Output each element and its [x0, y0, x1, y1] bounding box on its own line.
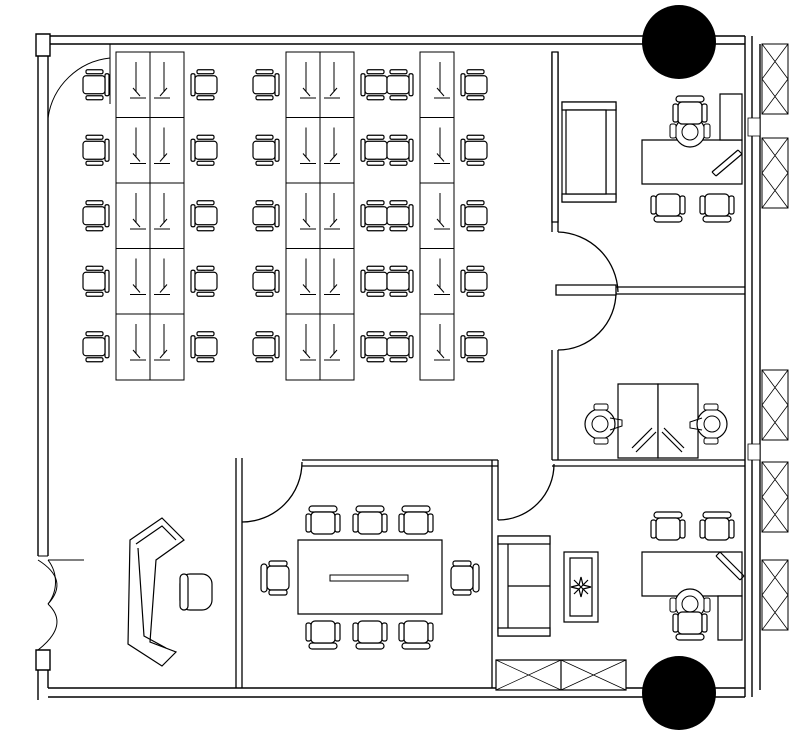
workstation-desk	[149, 248, 185, 315]
workstation-desk	[419, 313, 455, 381]
workstation-desk	[115, 248, 151, 315]
chair-icon	[252, 265, 280, 297]
chair-icon	[252, 69, 280, 101]
chair-icon	[82, 331, 110, 363]
chair-icon	[386, 265, 414, 297]
reception-desk	[128, 518, 184, 666]
chair-icon	[460, 331, 488, 363]
interior-partitions	[236, 52, 745, 688]
chair-icon	[460, 200, 488, 232]
office-bottom-right	[642, 511, 744, 641]
chair-icon	[360, 200, 388, 232]
workstation-desk	[149, 182, 185, 250]
workstation-desk	[319, 51, 355, 119]
chair-icon	[252, 331, 280, 363]
sofa-icon	[562, 102, 616, 202]
office-middle-right	[584, 384, 728, 458]
workstation-desk	[419, 117, 455, 184]
workstation-desk	[419, 182, 455, 250]
chair-icon	[180, 574, 212, 610]
chair-icon	[82, 200, 110, 232]
workstation-desk	[115, 182, 151, 250]
chair-icon	[82, 134, 110, 166]
chair-icon	[460, 265, 488, 297]
office-desk	[658, 384, 698, 458]
workstation-desk	[115, 51, 151, 119]
chair-icon	[386, 331, 414, 363]
workstation-desk	[115, 313, 151, 381]
chair-icon	[252, 200, 280, 232]
door-swing-icon	[48, 44, 110, 118]
office-desk	[618, 384, 658, 458]
workstation-desk	[115, 117, 151, 184]
window-icon	[748, 43, 789, 631]
lounge	[496, 536, 626, 690]
workstation-desk	[419, 51, 455, 119]
workstation-desk	[319, 182, 355, 250]
workstation-desk	[149, 313, 185, 381]
chair-icon	[386, 200, 414, 232]
workstation-desk	[285, 51, 321, 119]
chair-icon	[82, 69, 110, 101]
workstation-desk	[319, 248, 355, 315]
workstation-area	[82, 51, 488, 381]
exterior-walls	[36, 34, 760, 700]
chair-icon	[190, 331, 218, 363]
chair-icon	[386, 69, 414, 101]
chair-icon	[386, 134, 414, 166]
sofa-icon	[498, 536, 550, 636]
chair-icon	[190, 134, 218, 166]
chair-icon	[190, 265, 218, 297]
chair-icon	[360, 331, 388, 363]
workstation-desk	[285, 248, 321, 315]
storage-cabinet	[496, 660, 626, 690]
chair-icon	[190, 200, 218, 232]
workstation-desk	[149, 51, 185, 119]
chair-icon	[460, 69, 488, 101]
chair-icon	[190, 69, 218, 101]
chair-icon	[360, 265, 388, 297]
workstation-desk	[285, 313, 321, 381]
entry-door-icon	[38, 556, 84, 650]
reception	[128, 518, 212, 666]
chair-icon	[460, 134, 488, 166]
workstation-desk	[319, 117, 355, 184]
workstation-desk	[319, 313, 355, 381]
workstation-desk	[285, 117, 321, 184]
chair-icon	[252, 134, 280, 166]
plant-icon	[571, 577, 591, 597]
chair-icon	[82, 265, 110, 297]
meeting-room	[260, 505, 480, 650]
office-top-right	[562, 94, 742, 223]
workstation-desk	[419, 248, 455, 315]
workstation-desk	[285, 182, 321, 250]
chair-icon	[360, 69, 388, 101]
chair-icon	[360, 134, 388, 166]
workstation-desk	[149, 117, 185, 184]
